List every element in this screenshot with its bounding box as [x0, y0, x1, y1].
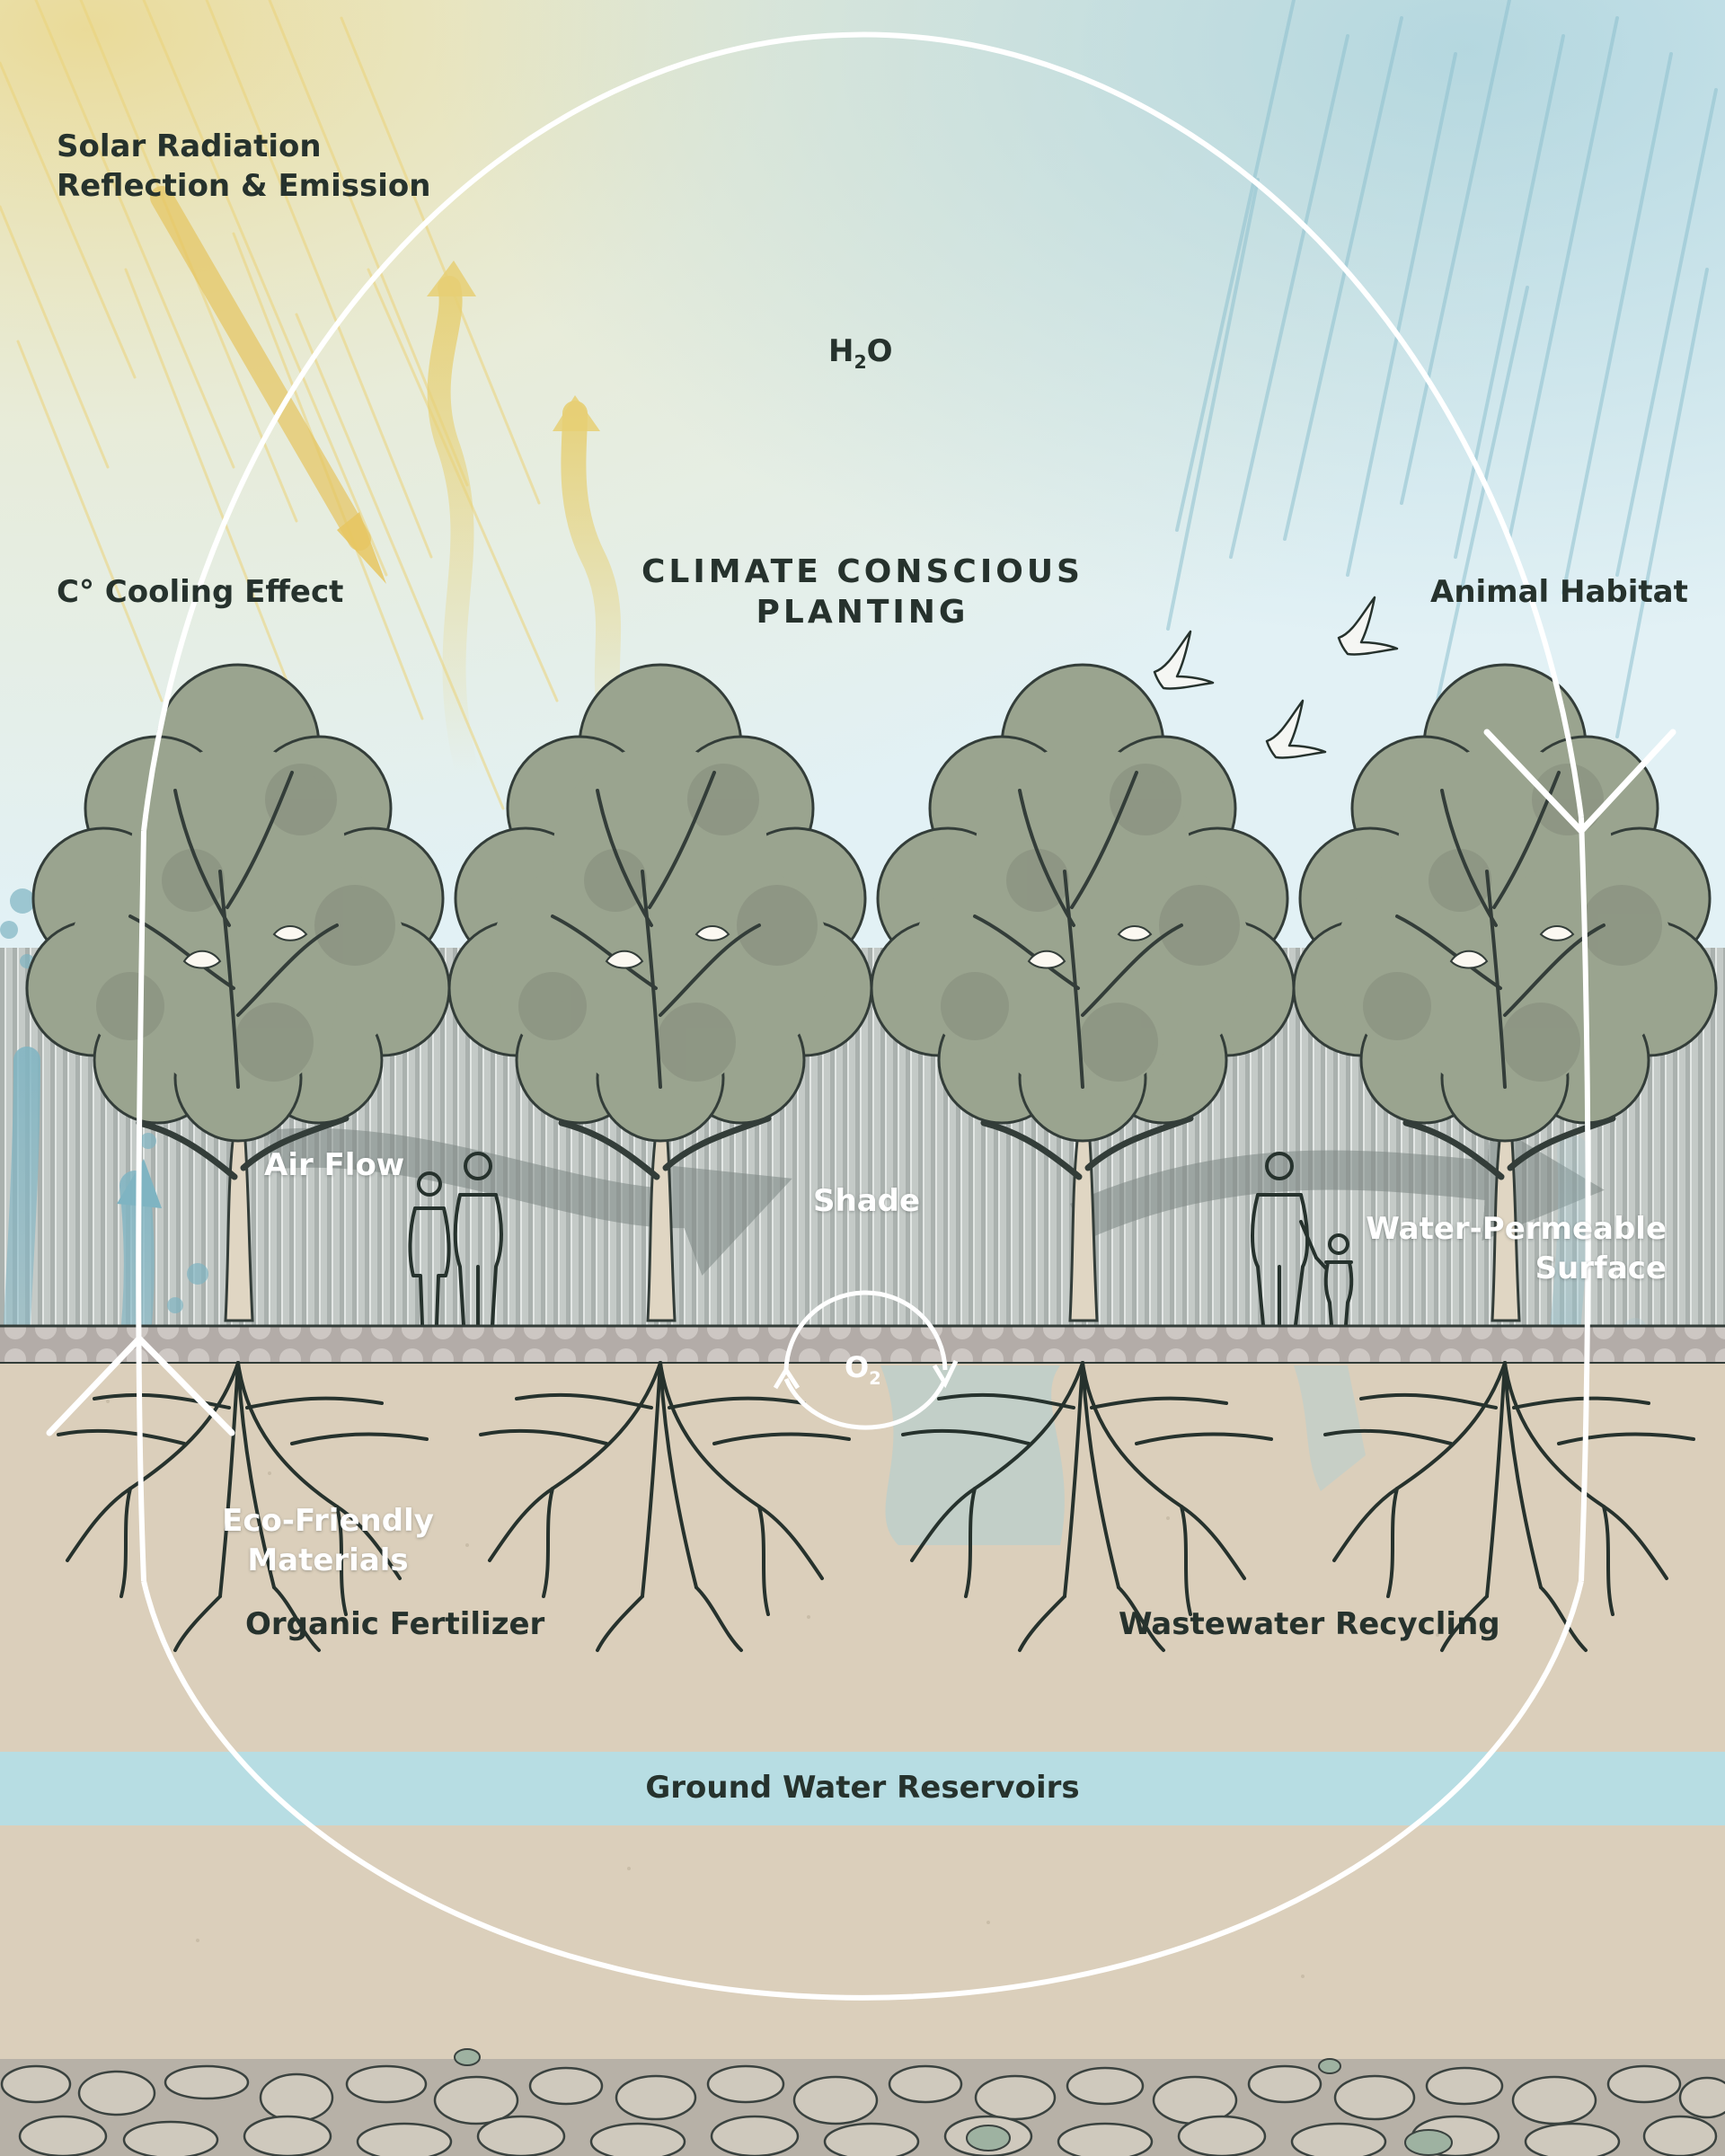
people-left: [408, 1152, 503, 1327]
stones: [0, 2064, 1725, 2156]
solar-radiation-label: Solar Radiation Reflection & Emission: [57, 128, 430, 206]
people-right: [1251, 1152, 1354, 1327]
groundwater-reservoirs-label: Ground Water Reservoirs: [645, 1770, 1080, 1806]
diagram-title: CLIMATE CONSCIOUS PLANTING: [593, 552, 1132, 632]
water-h2o-label: H2O: [828, 332, 893, 374]
wastewater-recycling-label: Wastewater Recycling: [1119, 1606, 1500, 1642]
animal-habitat-label: Animal Habitat: [1430, 574, 1688, 610]
solar-line-1: Solar Radiation: [57, 128, 322, 164]
h2o-sub: 2: [854, 351, 867, 373]
water-permeable-label: Water-Permeable Surface: [1366, 1210, 1667, 1288]
title-line-1: CLIMATE CONSCIOUS: [641, 553, 1084, 590]
organic-fertilizer-label: Organic Fertilizer: [245, 1606, 545, 1642]
h2o-o: O: [866, 333, 893, 369]
eco-materials-label: Eco-Friendly Materials: [211, 1502, 445, 1580]
water-permeable-line-2: Surface: [1535, 1250, 1667, 1286]
water-permeable-line-1: Water-Permeable: [1366, 1211, 1667, 1247]
air-flow-label: Air Flow: [264, 1147, 405, 1183]
o2-sub: 2: [869, 1368, 881, 1389]
shade-label: Shade: [813, 1183, 921, 1219]
title-line-2: PLANTING: [756, 594, 969, 631]
eco-line-1: Eco-Friendly: [222, 1503, 434, 1539]
o2-o: O: [845, 1350, 870, 1384]
oxygen-label: O2: [845, 1349, 881, 1391]
solar-line-2: Reflection & Emission: [57, 167, 431, 204]
eco-line-2: Materials: [247, 1542, 409, 1578]
cooling-effect-label: C° Cooling Effect: [57, 574, 344, 610]
h2o-h: H: [828, 333, 854, 369]
